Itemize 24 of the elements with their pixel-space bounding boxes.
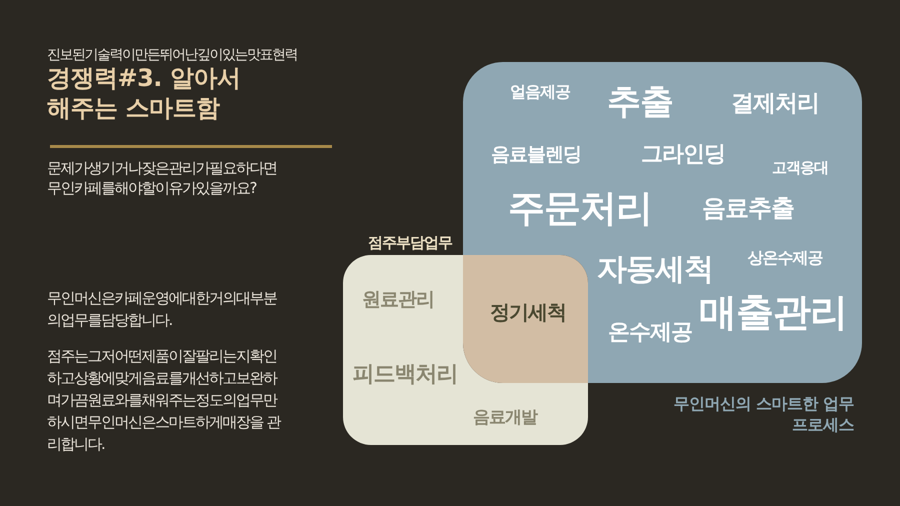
paragraph: 점주는그저어떤제품이잘팔리는지확인 하고상황에맞게음료를개선하고보완하 며가끔원료와를채워주는정도의업무만 하시면무인머신은스마트하게매장을 관리합니다. (47, 346, 282, 455)
task-label: 음료블렌딩 (491, 146, 581, 164)
task-label: 결제처리 (731, 92, 819, 116)
overlap-region (463, 255, 588, 383)
task-label: 상온수제공 (748, 250, 822, 266)
region-caption: 무인머신의 스마트한 업무 프로세스 (672, 393, 854, 435)
task-label: 온수제공 (608, 322, 692, 344)
region-heading: 점주부담업무 (368, 236, 452, 250)
task-label: 추출 (607, 85, 673, 119)
title: 경쟁력#3. 알아서 해주는 스마트함 (47, 63, 242, 123)
paragraph: 문제가생기거나잦은관리가필요하다면 무인카페를해야할이유가있을까요? (47, 158, 278, 198)
task-label: 자동세척 (597, 255, 713, 285)
task-label: 주문처리 (508, 190, 652, 226)
task-label: 원료관리 (362, 290, 434, 310)
task-label: 매출관리 (699, 293, 847, 331)
task-label: 정기세척 (490, 302, 566, 322)
task-label: 음료개발 (473, 410, 537, 426)
task-label: 고객응대 (772, 160, 828, 176)
paragraph: 무인머신은카페운영에대한거의대부분 의업무를담당합니다. (47, 288, 278, 331)
task-label: 얼음제공 (510, 84, 570, 100)
subtitle: 진보된기술력이만든뛰어난깊이있는맛표현력 (47, 46, 298, 65)
task-label: 피드백처리 (352, 364, 458, 386)
task-label: 그라인딩 (641, 144, 725, 166)
task-label: 음료추출 (702, 196, 794, 220)
